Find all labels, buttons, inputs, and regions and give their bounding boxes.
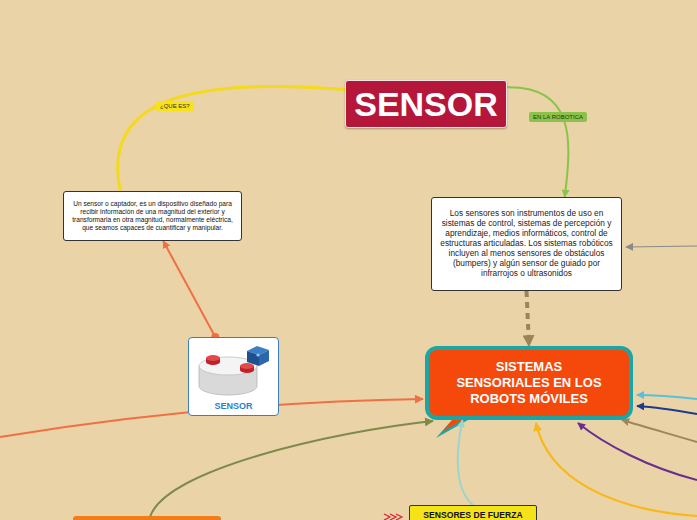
central-bubble: SISTEMAS SENSORIALES EN LOS ROBOTS MÓVIL… [425, 346, 633, 420]
image-box: SENSOR [188, 337, 279, 416]
node-text: SENSORES DE FUERZA [423, 510, 522, 520]
node-text: SENSOR [214, 401, 252, 411]
leader-line [622, 420, 697, 442]
sensor-device [199, 346, 269, 395]
leader-line [626, 246, 697, 247]
node-text: Los sensores son instrumentos de uso en … [439, 209, 614, 278]
definition-box: Un sensor o captador, es un dispositivo … [63, 191, 242, 241]
node-text: Un sensor o captador, es un dispositivo … [69, 200, 236, 233]
bubble-tail [436, 420, 468, 438]
node-text: SENSOR [354, 85, 498, 123]
connector [163, 241, 215, 337]
category-box: SENSORES DE FUERZA [409, 505, 537, 520]
connector [458, 420, 473, 505]
robotics-box: Los sensores son instrumentos de uso en … [431, 197, 622, 291]
leader-line [578, 423, 697, 480]
connector [507, 87, 568, 197]
connector [527, 291, 530, 346]
node-text: SISTEMAS SENSORIALES EN LOS ROBOTS MÓVIL… [451, 359, 607, 407]
leader-line [536, 423, 697, 516]
leader-line [637, 406, 697, 414]
edge-label: EN LA ROBOTICA [529, 112, 587, 122]
arrow-symbol [384, 514, 402, 520]
leader-line [637, 395, 697, 399]
partial-box [73, 516, 221, 520]
title-box: SENSOR [345, 80, 507, 128]
leader-line [150, 421, 433, 517]
connector [118, 86, 345, 191]
